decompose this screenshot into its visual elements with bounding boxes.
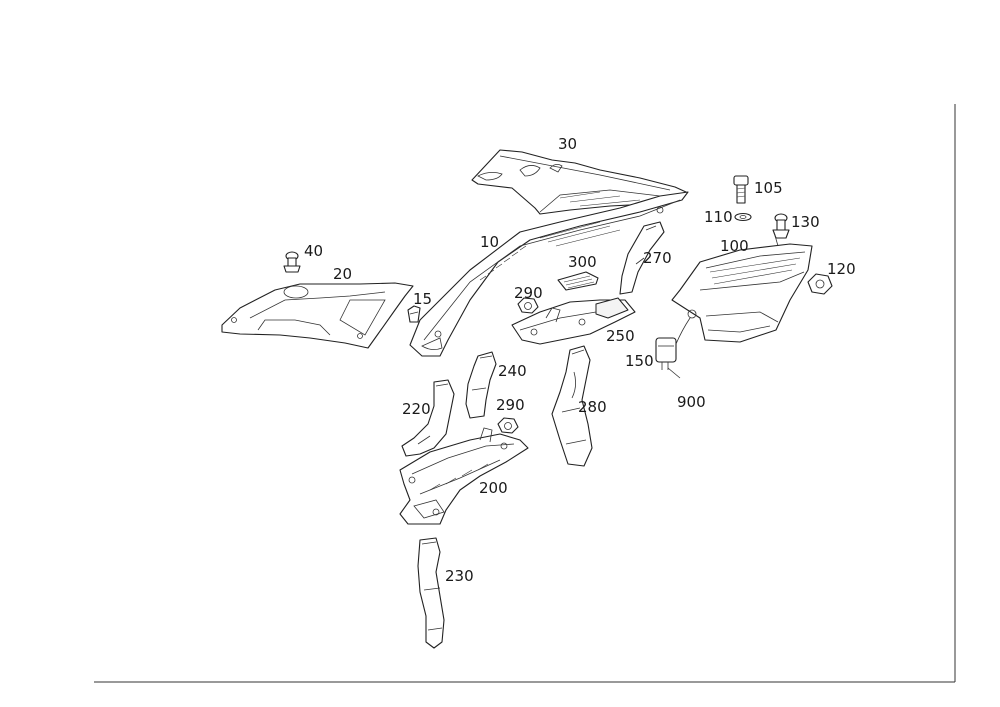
callout-300: 300 — [568, 253, 597, 271]
part-240-duct[interactable] — [465, 351, 497, 419]
callout-290-upper: 290 — [514, 284, 543, 302]
callout-110: 110 — [704, 208, 733, 226]
callout-10: 10 — [480, 233, 499, 251]
part-220-duct[interactable] — [401, 379, 455, 457]
callout-130: 130 — [791, 213, 820, 231]
part-250-bracket[interactable] — [511, 297, 636, 345]
part-120-nut[interactable] — [807, 273, 833, 295]
part-105-bolt[interactable] — [733, 175, 749, 204]
part-230-duct[interactable] — [417, 537, 445, 649]
callout-220: 220 — [402, 400, 431, 418]
callout-240: 240 — [498, 362, 527, 380]
part-270-duct[interactable] — [619, 221, 665, 295]
part-10-cowl-panel[interactable] — [409, 191, 689, 357]
callout-230: 230 — [445, 567, 474, 585]
callout-250: 250 — [606, 327, 635, 345]
callout-200: 200 — [479, 479, 508, 497]
callout-105: 105 — [754, 179, 783, 197]
part-290-nut-lower[interactable] — [497, 417, 519, 434]
part-290-nut-upper[interactable] — [517, 297, 539, 314]
part-40-clip[interactable] — [283, 251, 301, 273]
part-20-left-cover[interactable] — [221, 282, 414, 349]
part-280-duct[interactable] — [551, 345, 593, 467]
callout-30: 30 — [558, 135, 577, 153]
callout-900: 900 — [677, 393, 706, 411]
part-15-clip[interactable] — [407, 305, 421, 323]
callout-290-lower: 290 — [496, 396, 525, 414]
callout-20: 20 — [333, 265, 352, 283]
callout-15: 15 — [413, 290, 432, 308]
callout-120: 120 — [827, 260, 856, 278]
callout-270: 270 — [643, 249, 672, 267]
part-150-sensor[interactable] — [655, 317, 691, 379]
callout-40: 40 — [304, 242, 323, 260]
part-100-intake-housing[interactable] — [671, 231, 813, 343]
callout-100: 100 — [720, 237, 749, 255]
part-110-washer[interactable] — [734, 212, 752, 222]
part-130-clip[interactable] — [772, 213, 790, 239]
part-30-cowl-cover[interactable] — [471, 149, 687, 215]
part-200-main-bracket[interactable] — [399, 427, 529, 525]
part-300-grille[interactable] — [557, 271, 599, 291]
callout-280: 280 — [578, 398, 607, 416]
callout-150: 150 — [625, 352, 654, 370]
